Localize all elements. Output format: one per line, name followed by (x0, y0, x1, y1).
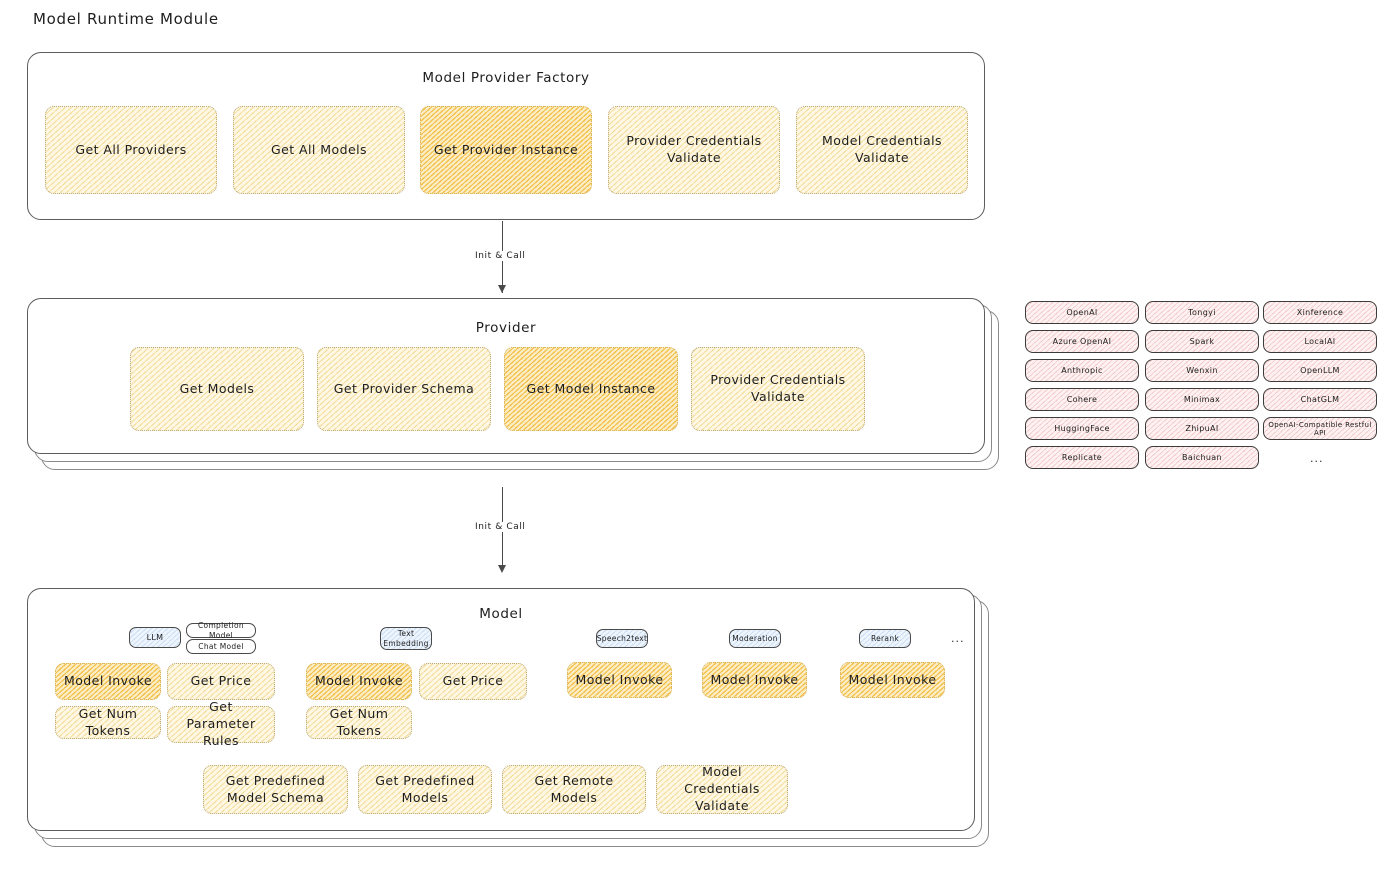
provider-pill-azure-openai[interactable]: Azure OpenAI (1025, 330, 1139, 353)
rerank-method-model-invoke[interactable]: Model Invoke (840, 662, 945, 698)
arrow-provider-to-model-label: Init & Call (471, 522, 530, 532)
model-type-badge-moderation[interactable]: Moderation (729, 629, 781, 648)
model-type-badge-llm[interactable]: LLM (129, 627, 181, 648)
factory-method-model-credentials-validate[interactable]: Model Credentials Validate (796, 106, 968, 194)
provider-method-get-provider-schema[interactable]: Get Provider Schema (317, 347, 491, 431)
provider-pill-tongyi[interactable]: Tongyi (1145, 301, 1259, 324)
provider-pill-xinference[interactable]: Xinference (1263, 301, 1377, 324)
provider-pill-zhipuai[interactable]: ZhipuAI (1145, 417, 1259, 440)
factory-method-get-all-providers[interactable]: Get All Providers (45, 106, 217, 194)
model-type-badge-text-embedding[interactable]: Text Embedding (380, 627, 432, 650)
provider-pill-anthropic[interactable]: Anthropic (1025, 359, 1139, 382)
page-title: Model Runtime Module (33, 10, 219, 28)
model-method-get-remote-models[interactable]: Get Remote Models (502, 765, 646, 814)
provider-list-more-ellipsis: ... (1310, 452, 1324, 465)
model-type-badge-rerank[interactable]: Rerank (859, 629, 911, 648)
provider-pill-openllm[interactable]: OpenLLM (1263, 359, 1377, 382)
provider-pill-huggingface[interactable]: HuggingFace (1025, 417, 1139, 440)
text-embedding-method-get-price[interactable]: Get Price (419, 663, 527, 700)
model-type-badge-speech2text[interactable]: Speech2text (596, 629, 648, 648)
provider-pill-openai-compatible-restful-api[interactable]: OpenAI-Compatible Restful API (1263, 417, 1377, 440)
provider-pill-localai[interactable]: LocalAI (1263, 330, 1377, 353)
llm-method-get-price[interactable]: Get Price (167, 663, 275, 700)
provider-pill-wenxin[interactable]: Wenxin (1145, 359, 1259, 382)
model-types-more-ellipsis: ... (951, 632, 965, 645)
factory-method-get-provider-instance[interactable]: Get Provider Instance (420, 106, 592, 194)
text-embedding-method-model-invoke[interactable]: Model Invoke (306, 663, 412, 700)
model-panel-title: Model (479, 606, 523, 622)
llm-method-get-parameter-rules[interactable]: Get Parameter Rules (167, 699, 275, 748)
moderation-method-model-invoke[interactable]: Model Invoke (702, 662, 807, 698)
provider-method-get-model-instance[interactable]: Get Model Instance (504, 347, 678, 431)
llm-method-model-invoke[interactable]: Model Invoke (55, 663, 161, 700)
model-provider-factory-title: Model Provider Factory (422, 70, 590, 86)
arrow-factory-to-provider-head (497, 285, 506, 293)
provider-pill-chatglm[interactable]: ChatGLM (1263, 388, 1377, 411)
provider-pill-openai[interactable]: OpenAI (1025, 301, 1139, 324)
arrow-provider-to-model-head (497, 565, 506, 573)
provider-pill-replicate[interactable]: Replicate (1025, 446, 1139, 469)
provider-pill-spark[interactable]: Spark (1145, 330, 1259, 353)
text-embedding-method-get-num-tokens[interactable]: Get Num Tokens (306, 706, 412, 739)
provider-panel-title: Provider (475, 320, 537, 336)
provider-pill-minimax[interactable]: Minimax (1145, 388, 1259, 411)
provider-pill-baichuan[interactable]: Baichuan (1145, 446, 1259, 469)
factory-method-get-all-models[interactable]: Get All Models (233, 106, 405, 194)
factory-method-provider-credentials-validate[interactable]: Provider Credentials Validate (608, 106, 780, 194)
model-type-sub-badge-completion-model[interactable]: Completion Model (186, 621, 256, 640)
llm-method-get-num-tokens[interactable]: Get Num Tokens (55, 706, 161, 739)
model-type-sub-badge-chat-model[interactable]: Chat Model (186, 639, 256, 654)
provider-method-provider-credentials-validate[interactable]: Provider Credentials Validate (691, 347, 865, 431)
model-method-get-predefined-model-schema[interactable]: Get Predefined Model Schema (203, 765, 348, 814)
model-method-get-predefined-models[interactable]: Get Predefined Models (358, 765, 492, 814)
provider-pill-cohere[interactable]: Cohere (1025, 388, 1139, 411)
speech2text-method-model-invoke[interactable]: Model Invoke (567, 662, 672, 698)
provider-method-get-models[interactable]: Get Models (130, 347, 304, 431)
model-method-model-credentials-validate[interactable]: Model Credentials Validate (656, 764, 788, 814)
arrow-factory-to-provider-label: Init & Call (471, 251, 530, 261)
